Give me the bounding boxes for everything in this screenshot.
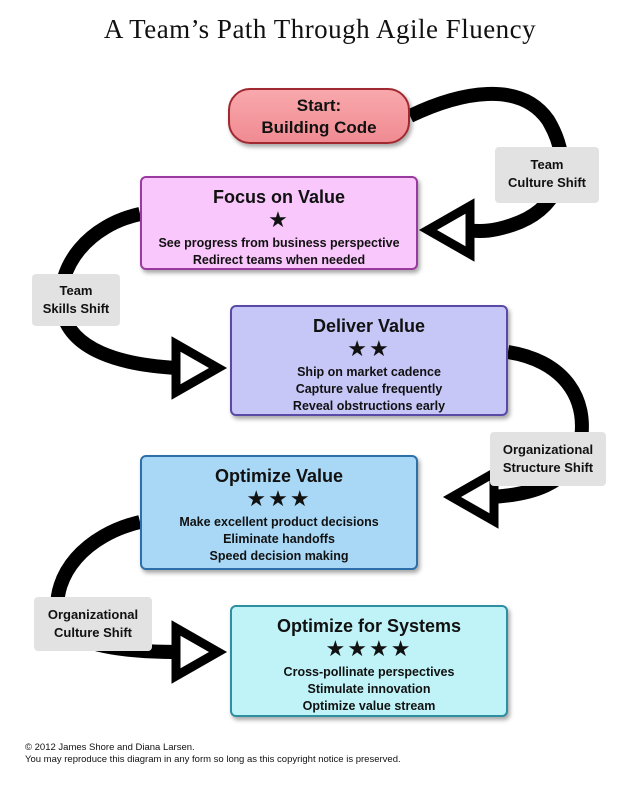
zone-stars: ★★★★ [325, 636, 413, 661]
zone-item: Reveal obstructions early [292, 399, 446, 413]
zone-optimize-value: Optimize Value ★★★ Make excellent produc… [140, 455, 418, 570]
zone-stars: ★★★ [246, 486, 312, 511]
copyright-line1: © 2012 James Shore and Diana Larsen. [25, 742, 195, 753]
zone-title: Deliver Value [312, 316, 426, 336]
shift-line1: Organizational [502, 442, 594, 457]
start-node: Start: Building Code [228, 88, 410, 144]
zone-item: Cross-pollinate perspectives [283, 665, 455, 679]
zone-item: Speed decision making [209, 549, 349, 563]
zone-deliver-value: Deliver Value ★★ Ship on market cadence … [230, 305, 508, 416]
start-line1: Start: [296, 96, 342, 115]
zone-item: Stimulate innovation [307, 682, 431, 696]
zone-optimize-for-systems: Optimize for Systems ★★★★ Cross-pollinat… [230, 605, 508, 717]
arrowhead-1 [418, 198, 475, 262]
shift-label-team-skills: Team Skills Shift [32, 274, 120, 326]
zone-item: Make excellent product decisions [179, 515, 379, 529]
shift-line2: Culture Shift [54, 625, 132, 640]
shift-line1: Team [59, 283, 93, 298]
zone-item: Capture value frequently [295, 382, 443, 396]
zone-item: See progress from business perspective [158, 236, 400, 250]
zone-title: Optimize for Systems [276, 616, 462, 636]
arrowhead-2 [171, 336, 228, 400]
shift-label-team-culture: Team Culture Shift [495, 147, 599, 203]
shift-line2: Skills Shift [42, 301, 110, 316]
shift-line1: Organizational [47, 607, 139, 622]
zone-stars: ★★ [347, 336, 391, 361]
arrowhead-3 [442, 465, 499, 529]
shift-line1: Team [530, 157, 564, 172]
zone-title: Focus on Value [212, 187, 346, 207]
shift-label-org-structure: Organizational Structure Shift [490, 432, 606, 486]
arrowhead-4 [171, 620, 228, 684]
copyright-line2: You may reproduce this diagram in any fo… [25, 754, 401, 765]
copyright-notice: © 2012 James Shore and Diana Larsen. You… [25, 742, 401, 766]
zone-item: Eliminate handoffs [223, 532, 335, 546]
zone-item: Optimize value stream [302, 699, 436, 713]
shift-line2: Structure Shift [502, 460, 594, 475]
zone-item: Ship on market cadence [297, 365, 441, 379]
start-line2: Building Code [261, 118, 377, 137]
shift-label-org-culture: Organizational Culture Shift [34, 597, 152, 651]
shift-line2: Culture Shift [508, 175, 586, 190]
diagram-title: A Team’s Path Through Agile Fluency [103, 14, 537, 44]
zone-title: Optimize Value [214, 466, 344, 486]
zone-focus-on-value: Focus on Value ★ See progress from busin… [140, 176, 418, 270]
zone-stars: ★ [268, 207, 290, 232]
zone-item: Redirect teams when needed [192, 253, 366, 267]
